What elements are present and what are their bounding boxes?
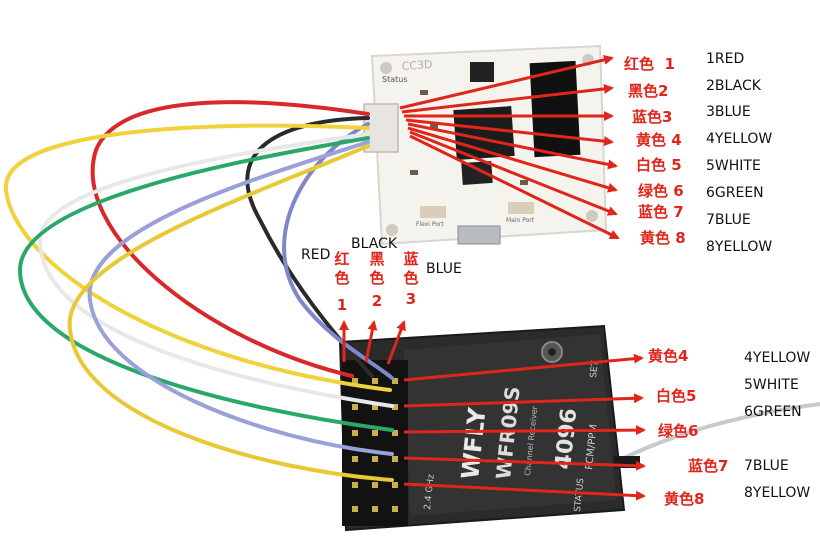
board-pin-2-en: 2BLACK xyxy=(706,78,761,94)
board-pin-7-cn: 蓝色 7 xyxy=(638,203,684,221)
board-pin-5-cn: 白色 5 xyxy=(636,156,682,174)
board-pin-2-cn: 黑色2 xyxy=(628,82,669,100)
receiver-status: STATUS xyxy=(573,477,587,512)
receiver-side-6-cn: 绿色6 xyxy=(658,422,699,440)
receiver-side-7-en: 7BLUE xyxy=(744,458,789,474)
board-arrow-1 xyxy=(399,54,614,110)
wire-blue-2 xyxy=(87,140,394,456)
board-pin-6-cn: 绿色 6 xyxy=(638,182,684,200)
silk-logo: CC3D xyxy=(401,58,433,73)
receiver-side-8-cn: 黄色8 xyxy=(664,490,705,508)
receiver-side-4-en: 4YELLOW xyxy=(744,350,811,366)
receiver-side-arrow-5 xyxy=(403,393,644,408)
receiver-body xyxy=(338,324,820,532)
board-pin-1-en: 1RED xyxy=(706,51,745,67)
board-arrow-6 xyxy=(407,126,618,193)
board-arrow-5 xyxy=(407,122,618,170)
wire-green xyxy=(17,136,394,432)
receiver-side-4-cn: 黄色4 xyxy=(648,347,689,365)
board-pin-8-en: 8YELLOW xyxy=(706,239,773,255)
silk-main: Main Port xyxy=(506,217,535,224)
board-arrow-2 xyxy=(401,83,614,114)
receiver-top-3-en: BLUE xyxy=(426,261,462,277)
board-pin-5-en: 5WHITE xyxy=(706,158,761,174)
receiver-side-arrow-4 xyxy=(403,353,644,382)
board-pin-8-cn: 黄色 8 xyxy=(640,229,686,247)
receiver-top-arrow-3 xyxy=(386,320,406,365)
board-pin-6-en: 6GREEN xyxy=(706,185,764,201)
board-pin-4-cn: 黄色 4 xyxy=(636,131,682,149)
board-pin-1-cn: 红色 1 xyxy=(624,55,675,73)
receiver-top-1-en: RED xyxy=(301,247,331,263)
board-pin-4-en: 4YELLOW xyxy=(706,131,773,147)
board-arrow-8 xyxy=(409,134,620,240)
receiver-side-8-en: 8YELLOW xyxy=(744,485,811,501)
wire-yellow-2 xyxy=(67,144,394,482)
board-arrow-7 xyxy=(409,130,618,216)
receiver-set: SET xyxy=(589,360,601,378)
board-pin-3-cn: 蓝色3 xyxy=(632,108,673,126)
board-pin-7-en: 7BLUE xyxy=(706,212,751,228)
board-arrows xyxy=(399,54,620,240)
receiver-side-arrow-6 xyxy=(403,425,646,436)
receiver-side-arrow-8 xyxy=(403,482,646,501)
silk-status: Status xyxy=(382,75,408,84)
silk-flexi: Flexi Port xyxy=(416,221,444,228)
receiver-freq: 2.4 GHz xyxy=(423,474,437,511)
receiver-top-arrow-2 xyxy=(364,320,378,363)
wire-white xyxy=(37,132,394,408)
board-pin-3-en: 3BLUE xyxy=(706,104,751,120)
receiver-side-arrow-7 xyxy=(403,456,646,471)
receiver-side-arrows xyxy=(403,353,646,501)
wire-red xyxy=(90,100,370,378)
receiver-side-5-cn: 白色5 xyxy=(656,387,697,405)
receiver-side-6-en: 6GREEN xyxy=(744,404,802,420)
wire-harness xyxy=(3,100,394,482)
receiver-side-7-cn: 蓝色7 xyxy=(688,457,729,475)
receiver-mode: PCM/PPM xyxy=(584,424,600,471)
receiver-top-arrows xyxy=(339,320,406,365)
wire-blue xyxy=(282,122,394,380)
wire-yellow-1 xyxy=(3,123,392,392)
receiver-top-2-en: BLACK xyxy=(351,236,398,252)
board-arrow-4 xyxy=(405,118,614,147)
receiver-side-5-en: 5WHITE xyxy=(744,377,799,393)
